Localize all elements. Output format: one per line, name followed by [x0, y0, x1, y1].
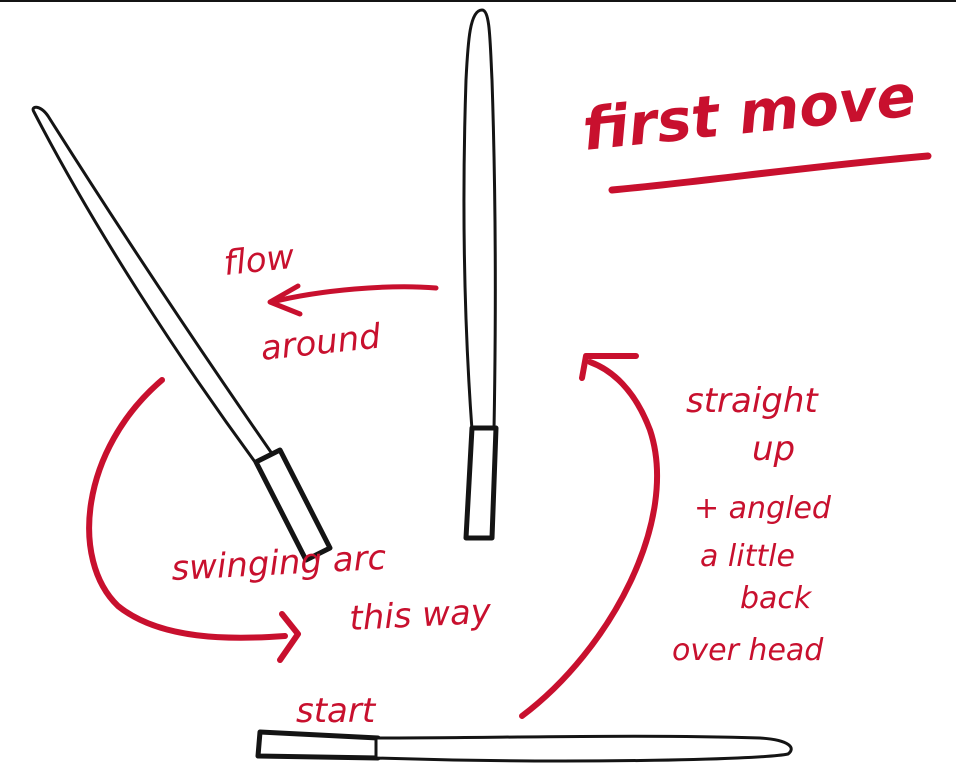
- flow-arrow-icon: [269, 284, 439, 305]
- label-angled: + angled: [694, 491, 832, 526]
- up-arrowhead-icon: [579, 353, 639, 381]
- up-arrow-icon: [519, 359, 661, 719]
- flow-arrowhead-icon: [267, 283, 303, 317]
- label-a-little: a little: [700, 539, 795, 574]
- label-swinging-arc: swinging arc: [170, 538, 387, 589]
- title-underline: [608, 152, 932, 194]
- label-flow: flow: [222, 237, 297, 284]
- label-around: around: [259, 317, 383, 369]
- label-start: start: [296, 691, 377, 731]
- label-back: back: [740, 581, 813, 616]
- swing-arrowhead-icon: [277, 611, 301, 663]
- baton-horizontal-icon: [255, 729, 793, 763]
- label-this-way: this way: [348, 592, 492, 639]
- swing-arrow-icon: [86, 377, 288, 641]
- label-up: up: [752, 429, 795, 469]
- label-over-head: over head: [672, 633, 824, 668]
- baton-diagonal-icon: [31, 105, 333, 563]
- baton-vertical-icon: [462, 8, 499, 541]
- label-straight: straight: [686, 381, 819, 421]
- page-title: first move: [579, 61, 918, 164]
